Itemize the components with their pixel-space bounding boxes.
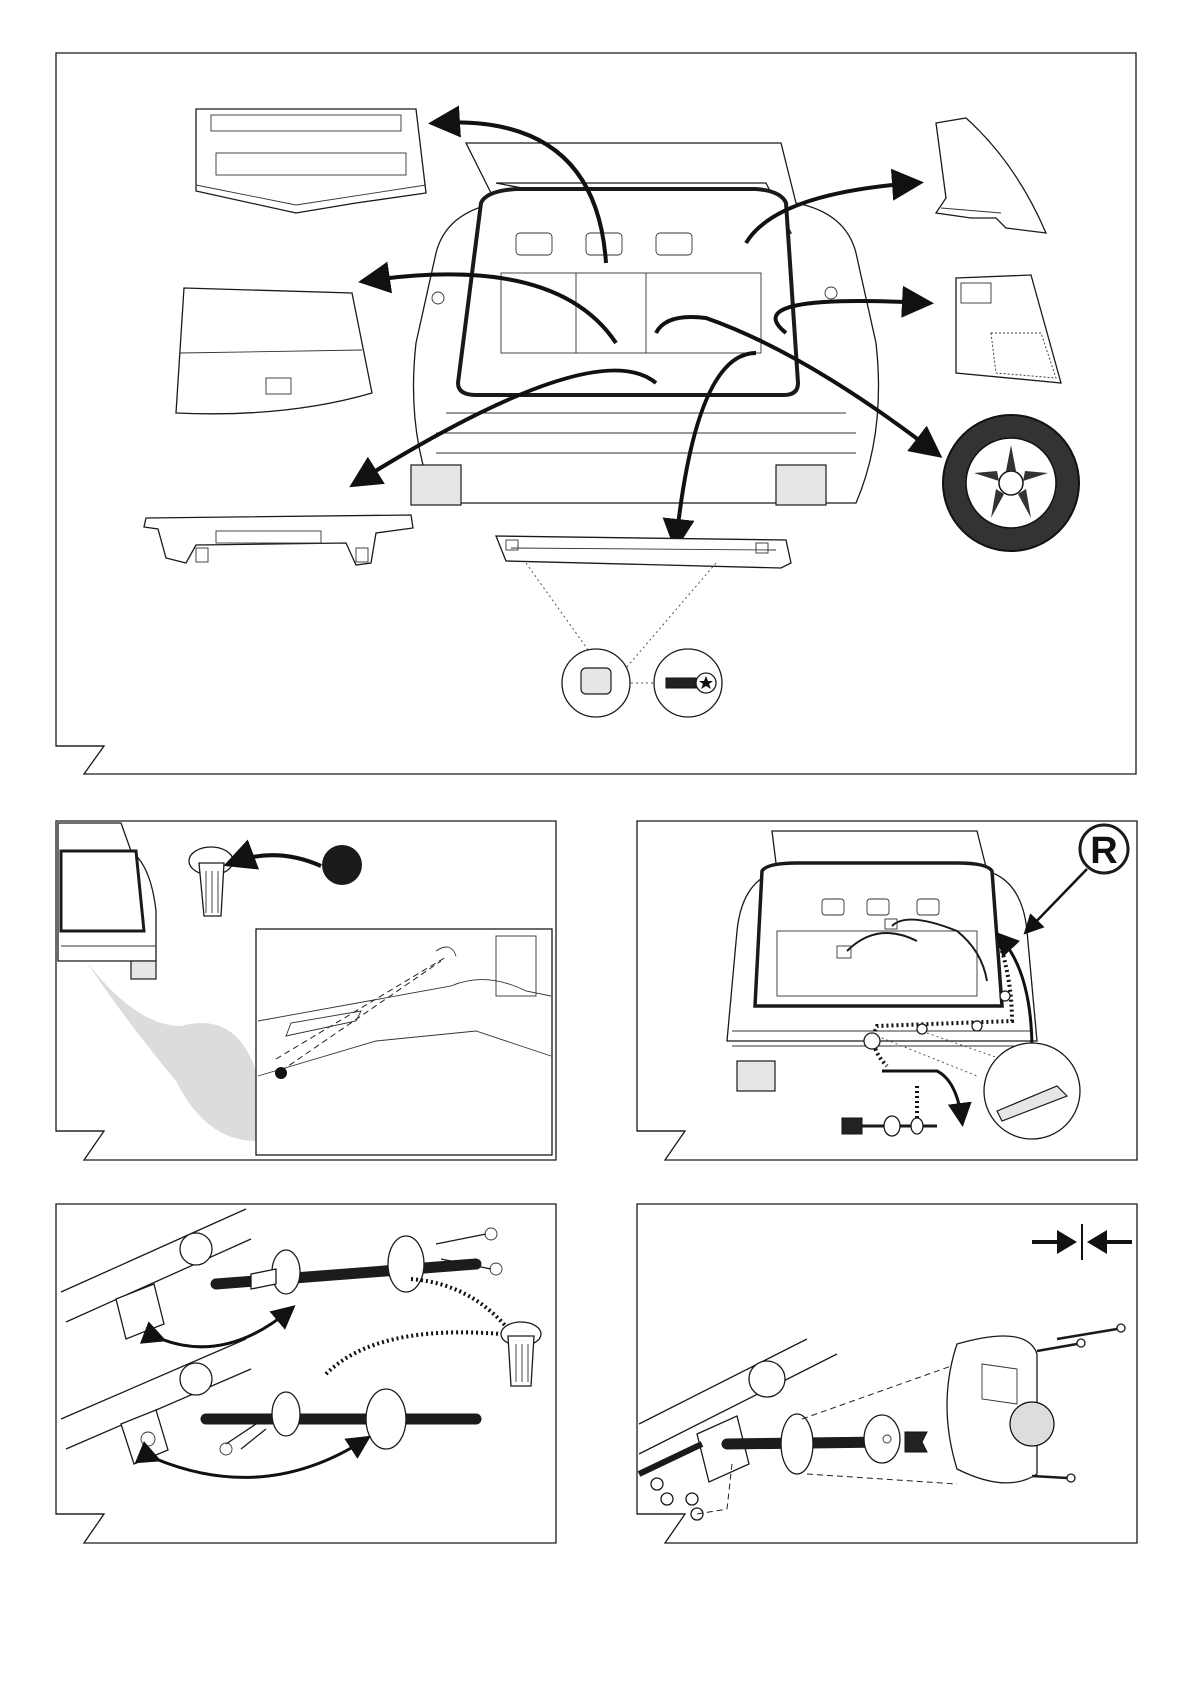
- panel-3-drawing: R: [637, 821, 1137, 1160]
- panel-remove-plug: [56, 821, 556, 1160]
- route-marker-r: R: [1080, 825, 1128, 873]
- tighten-symbol-icon: [1032, 1224, 1132, 1260]
- side-trim-upper: [936, 118, 1046, 233]
- side-panel-net: [956, 275, 1061, 383]
- grommet-cup: [189, 847, 233, 916]
- load-floor-panel: [176, 288, 372, 414]
- tow-bar-socket-assembly: [639, 1336, 1054, 1484]
- torx-screw-callout: [654, 649, 722, 717]
- grommet-cup-right: [501, 1322, 541, 1386]
- panel-5-frame: [637, 1204, 1137, 1543]
- connector-chain: [842, 1116, 937, 1136]
- panel-4-drawing: [56, 1204, 556, 1543]
- zoom-wedge: [86, 961, 256, 1141]
- spare-wheel: [943, 415, 1079, 551]
- screws: [1032, 1324, 1125, 1482]
- route-marker-label: R: [1090, 830, 1117, 872]
- panel-route-harness: R: [637, 821, 1137, 1160]
- car-rear-view: [411, 143, 879, 505]
- panel-mount-socket: [637, 1204, 1137, 1543]
- panel-5-drawing: [637, 1204, 1137, 1543]
- panel-mount-grommets: [56, 1204, 556, 1543]
- parcel-shelf: [196, 109, 426, 213]
- detail-inset: [256, 929, 552, 1155]
- panel-1-drawing: [56, 53, 1136, 774]
- car-rear-open-hatch: [727, 831, 1037, 1091]
- rear-cross-member: [496, 536, 791, 568]
- clip-detail-callout: [562, 649, 630, 717]
- rubber-plug: [322, 845, 362, 885]
- sill-trim: [144, 515, 413, 565]
- routing-detail-callout: [877, 1033, 1080, 1139]
- panel-4-frame: [56, 1204, 556, 1543]
- car-rear-partial: [58, 823, 156, 979]
- tow-bar-lower: [61, 1339, 476, 1464]
- panel-remove-trim-parts: [56, 53, 1136, 774]
- tow-bar-upper: [61, 1209, 502, 1339]
- panel-2-drawing: [56, 821, 556, 1160]
